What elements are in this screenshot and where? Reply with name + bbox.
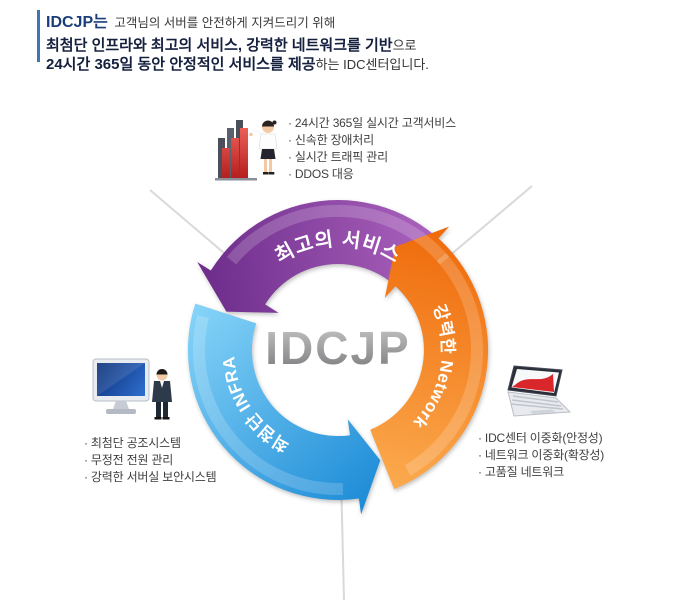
hub-circle bbox=[250, 262, 426, 438]
feature-item: · 네트워크 이중화(확장성) bbox=[478, 448, 605, 462]
header: IDCJP는 고객님의 서버를 안전하게 지켜드리기 위해 최첨단 인프라와 최… bbox=[37, 8, 429, 74]
feature-item: · DDOS 대응 bbox=[288, 167, 354, 181]
feature-item: · 최첨단 공조시스템 bbox=[84, 436, 181, 450]
header-line2-rest: 으로 bbox=[392, 38, 417, 53]
feature-item: · 신속한 장애처리 bbox=[288, 133, 374, 147]
server-room-illustration bbox=[92, 358, 172, 420]
network-laptop-illustration bbox=[507, 365, 572, 417]
woman-figure bbox=[249, 120, 278, 175]
man-figure bbox=[152, 369, 172, 420]
cycle-ring bbox=[187, 199, 489, 515]
monitor-icon bbox=[92, 358, 150, 414]
header-line3-strong: 24시간 365일 동안 안정적인 서비스를 제공 bbox=[46, 56, 316, 73]
service-feature-list: · 24시간 365일 실시간 고객서비스 · 신속한 장애처리 · 실시간 트… bbox=[288, 115, 456, 183]
center-wordmark: IDCJP bbox=[265, 322, 410, 374]
segment-powerful-network bbox=[370, 226, 489, 490]
header-line2: 최첨단 인프라와 최고의 서비스, 강력한 네트워크를 기반으로 bbox=[46, 36, 429, 55]
network-feature-list: · IDC센터 이중화(안정성) · 네트워크 이중화(확장성) · 고품질 네… bbox=[478, 430, 604, 481]
feature-item: · IDC센터 이중화(안정성) bbox=[478, 431, 603, 445]
brand-name: IDCJP는 bbox=[46, 14, 108, 31]
header-accent-bar bbox=[37, 10, 40, 62]
feature-item: · 무정전 전원 관리 bbox=[84, 453, 174, 467]
infra-feature-list: · 최첨단 공조시스템 · 무정전 전원 관리 · 강력한 서버실 보안시스템 bbox=[84, 435, 217, 486]
header-line1: IDCJP는 고객님의 서버를 안전하게 지켜드리기 위해 bbox=[46, 8, 429, 32]
feature-item: · 고품질 네트워크 bbox=[478, 465, 564, 479]
header-line1-text: 고객님의 서버를 안전하게 지켜드리기 위해 bbox=[110, 16, 336, 30]
bar-chart-icon bbox=[215, 120, 257, 181]
feature-item: · 강력한 서버실 보안시스템 bbox=[84, 470, 217, 484]
customer-service-illustration bbox=[215, 120, 278, 181]
segment-advanced-infra bbox=[187, 303, 381, 515]
header-line3-rest: 하는 IDC센터입니다. bbox=[315, 57, 429, 72]
header-line3: 24시간 365일 동안 안정적인 서비스를 제공하는 IDC센터입니다. bbox=[46, 55, 429, 74]
gloss-highlight bbox=[226, 205, 450, 265]
feature-item: · 24시간 365일 실시간 고객서비스 bbox=[288, 116, 456, 130]
feature-item: · 실시간 트래픽 관리 bbox=[288, 150, 388, 164]
laptop-icon bbox=[507, 365, 572, 417]
gloss-highlight bbox=[193, 314, 344, 495]
gloss-highlight bbox=[404, 252, 483, 476]
header-line2-strong: 최첨단 인프라와 최고의 서비스, 강력한 네트워크를 기반 bbox=[46, 37, 393, 54]
